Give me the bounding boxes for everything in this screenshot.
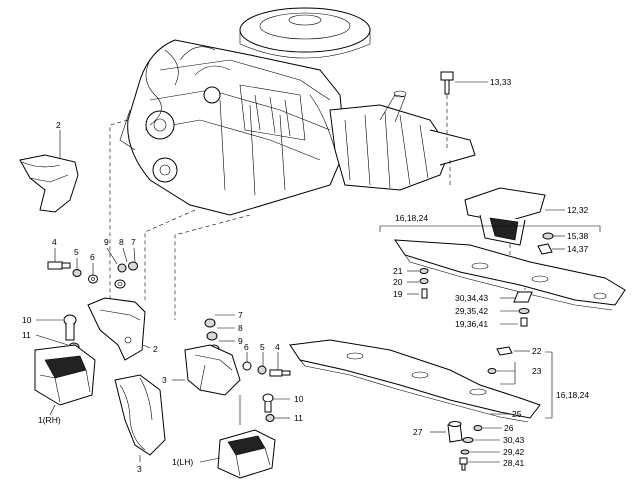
callout-22: 22 <box>532 346 542 356</box>
rear-mount <box>464 187 565 255</box>
engine-assembly <box>119 7 476 216</box>
callout-19: 19 <box>393 289 403 299</box>
bracket-3-center <box>172 344 241 396</box>
bracket-2-top <box>19 130 79 213</box>
callout-30-43: 30,43 <box>503 435 525 445</box>
callout-4-center: 4 <box>275 342 280 352</box>
callout-10-center: 10 <box>294 394 304 404</box>
callout-5-left: 5 <box>74 247 79 257</box>
callout-16-18-24-lower: 16,18,24 <box>556 390 589 400</box>
callout-labels: 13,33 2 12,32 16,18,24 15,38 14,37 4 5 6… <box>22 77 589 474</box>
callout-7-center: 7 <box>238 310 243 320</box>
bracket-3-left <box>114 374 166 462</box>
callout-25: 25 <box>512 409 522 419</box>
callout-14-37: 14,37 <box>567 244 589 254</box>
callout-1-lh: 1(LH) <box>172 457 193 467</box>
callout-4-left: 4 <box>52 237 57 247</box>
callout-19-36-41: 19,36,41 <box>455 319 488 329</box>
callout-23: 23 <box>532 366 542 376</box>
callout-10-left: 10 <box>22 315 32 325</box>
callout-13-33: 13,33 <box>490 77 512 87</box>
bracket-2-middle <box>87 297 151 361</box>
bolt-13-33 <box>440 71 488 95</box>
left-hardware <box>47 247 138 289</box>
callout-5-center: 5 <box>260 342 265 352</box>
callout-26: 26 <box>504 423 514 433</box>
callout-1-rh: 1(RH) <box>38 415 61 425</box>
callout-8-left: 8 <box>119 237 124 247</box>
callout-29-35-42: 29,35,42 <box>455 306 488 316</box>
callout-9-left: 9 <box>104 237 109 247</box>
callout-21: 21 <box>393 266 403 276</box>
callout-6-left: 6 <box>90 252 95 262</box>
bolt-10-11-center <box>239 393 290 425</box>
callout-28-41: 28,41 <box>503 458 525 468</box>
callout-11-center: 11 <box>294 413 303 423</box>
callout-9-center: 9 <box>238 336 243 346</box>
mount-1-rh <box>34 344 96 416</box>
callout-6-center: 6 <box>244 342 249 352</box>
callout-29-42: 29,42 <box>503 447 525 457</box>
callout-15-38: 15,38 <box>567 231 589 241</box>
callout-2-middle: 2 <box>153 344 158 354</box>
callout-11-left: 11 <box>22 330 31 340</box>
callout-3-left: 3 <box>137 464 142 474</box>
upper-crossmember <box>379 225 626 327</box>
callout-20: 20 <box>393 277 403 287</box>
callout-16-18-24-upper: 16,18,24 <box>395 213 428 223</box>
callout-3-center: 3 <box>162 375 167 385</box>
callout-30-34-43: 30,34,43 <box>455 293 488 303</box>
callout-8-center: 8 <box>238 323 243 333</box>
callout-7-left: 7 <box>131 237 136 247</box>
callout-2-top: 2 <box>56 120 61 130</box>
mount-1-lh <box>199 429 276 479</box>
callout-12-32: 12,32 <box>567 205 589 215</box>
callout-27: 27 <box>413 427 423 437</box>
lower-crossmember <box>289 339 553 471</box>
